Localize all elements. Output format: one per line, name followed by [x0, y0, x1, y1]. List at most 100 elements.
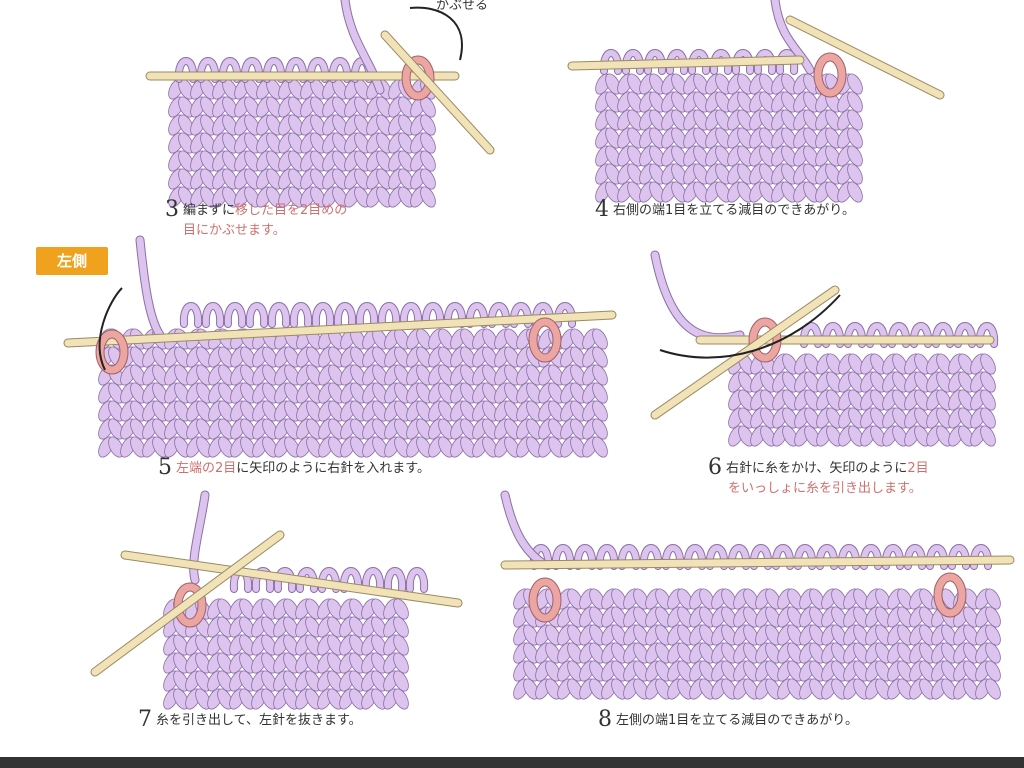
stitch-leg: [173, 634, 189, 656]
stitch-leg: [196, 400, 212, 422]
stitch-leg: [310, 150, 326, 172]
stitch-leg: [504, 346, 520, 368]
stitch-leg: [721, 588, 737, 610]
stitch-leg: [936, 407, 952, 429]
step-4-loops: [776, 50, 798, 74]
stitch-leg: [350, 400, 366, 422]
stitch-leg: [853, 588, 869, 610]
stitch-leg: [592, 346, 608, 368]
step-3-swatch: [168, 78, 436, 208]
stitch-leg: [677, 606, 693, 628]
stitch-leg: [782, 389, 798, 411]
stitch-leg: [349, 634, 365, 656]
stitch-leg: [548, 382, 564, 404]
stitch-leg: [980, 425, 996, 447]
step-number: 3: [165, 197, 179, 222]
stitch-leg: [567, 678, 583, 700]
stitch-leg: [262, 436, 278, 458]
stitch-leg: [958, 407, 974, 429]
stitch-leg: [195, 652, 211, 674]
stitch-leg: [671, 127, 687, 149]
stitch-leg: [262, 382, 278, 404]
stitch-leg: [306, 346, 322, 368]
stitch-leg: [218, 364, 234, 386]
stitch-leg: [371, 688, 387, 710]
stitch-leg: [284, 382, 300, 404]
stitch-leg: [738, 425, 754, 447]
stitch-leg: [655, 588, 671, 610]
stitch-leg: [284, 346, 300, 368]
stitch-leg: [240, 436, 256, 458]
stitch-leg: [592, 364, 608, 386]
stitch-leg: [416, 364, 432, 386]
stitch-leg: [589, 642, 605, 664]
stitch-leg: [781, 109, 797, 131]
stitch-leg: [283, 634, 299, 656]
stitch-leg: [288, 150, 304, 172]
stitch-leg: [222, 96, 238, 118]
stitch-leg: [393, 598, 409, 620]
step-7-yarn: [190, 491, 209, 584]
stitch-leg: [787, 660, 803, 682]
caption-text: 右側の端1目を立てる減目のできあがり。: [613, 203, 856, 218]
stitch-leg: [715, 127, 731, 149]
stitch-leg: [266, 96, 282, 118]
stitch-leg: [262, 364, 278, 386]
stitch-leg: [825, 181, 841, 203]
stitch-leg: [398, 186, 414, 208]
stitch-leg: [721, 660, 737, 682]
stitch-leg: [327, 670, 343, 692]
stitch-leg: [765, 606, 781, 628]
step-7-loops: [384, 568, 406, 592]
stitch-leg: [787, 624, 803, 646]
stitch-leg: [958, 371, 974, 393]
stitch-leg: [847, 163, 863, 185]
caption-highlight: をいっしょに糸を引き出します。: [728, 481, 922, 496]
step-5-loops: [312, 303, 334, 327]
stitch-leg: [394, 364, 410, 386]
stitch-leg: [239, 634, 255, 656]
stitch-leg: [371, 652, 387, 674]
stitch-leg: [306, 418, 322, 440]
stitch-leg: [371, 670, 387, 692]
stitch-leg: [218, 418, 234, 440]
step-7-loops: [406, 568, 428, 592]
stitch-leg: [393, 670, 409, 692]
stitch-leg: [760, 389, 776, 411]
stitch-leg: [398, 96, 414, 118]
stitch-leg: [721, 606, 737, 628]
stitch-leg: [288, 168, 304, 190]
stitch-leg: [288, 114, 304, 136]
stitch-leg: [526, 364, 542, 386]
stitch-leg: [482, 418, 498, 440]
stitch-leg: [592, 382, 608, 404]
stitch-leg: [699, 660, 715, 682]
stitch-leg: [174, 400, 190, 422]
stitch-leg: [875, 642, 891, 664]
stitch-leg: [217, 598, 233, 620]
stitch-leg: [306, 364, 322, 386]
stitch-leg: [627, 145, 643, 167]
stitch-leg: [831, 660, 847, 682]
stitch-leg: [715, 109, 731, 131]
step-3-yarn: [341, 0, 384, 94]
stitch-leg: [420, 186, 436, 208]
stitch-leg: [222, 168, 238, 190]
stitch-leg: [831, 642, 847, 664]
stitch-leg: [174, 436, 190, 458]
stitch-leg: [677, 660, 693, 682]
stitch-leg: [914, 371, 930, 393]
stitch-leg: [217, 634, 233, 656]
stitch-leg: [611, 606, 627, 628]
stitch-leg: [892, 353, 908, 375]
stitch-leg: [649, 181, 665, 203]
stitch-leg: [759, 73, 775, 95]
stitch-leg: [655, 642, 671, 664]
stitch-leg: [737, 91, 753, 113]
stitch-leg: [283, 616, 299, 638]
stitch-leg: [592, 328, 608, 350]
